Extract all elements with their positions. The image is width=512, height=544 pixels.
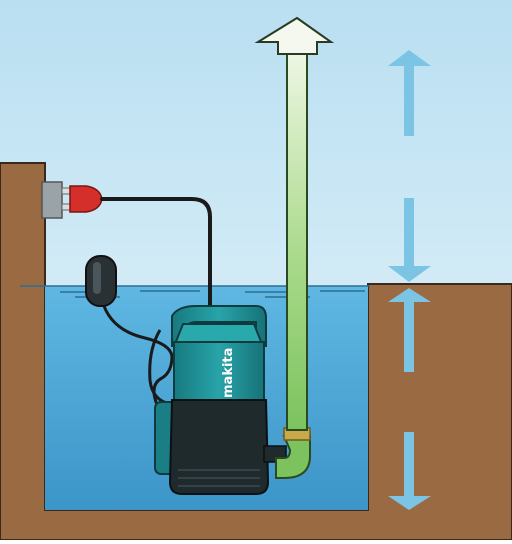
arrow-down-to-surface [388,198,431,282]
discharge-pipe [254,16,335,479]
flow-up-arrow [254,16,335,55]
wall-outlet [41,181,63,219]
arrow-up-top [388,50,431,136]
float-switch [85,255,117,307]
power-plug [61,185,103,213]
brand-logo: makita [221,348,236,398]
submersible-pump: makita [154,305,287,495]
arrow-down-to-floor [388,432,431,510]
arrow-up-from-surface [388,288,431,372]
float-switch-cable-loop [148,329,171,406]
power-cable [100,197,212,314]
pump-height-arrows [388,50,431,510]
